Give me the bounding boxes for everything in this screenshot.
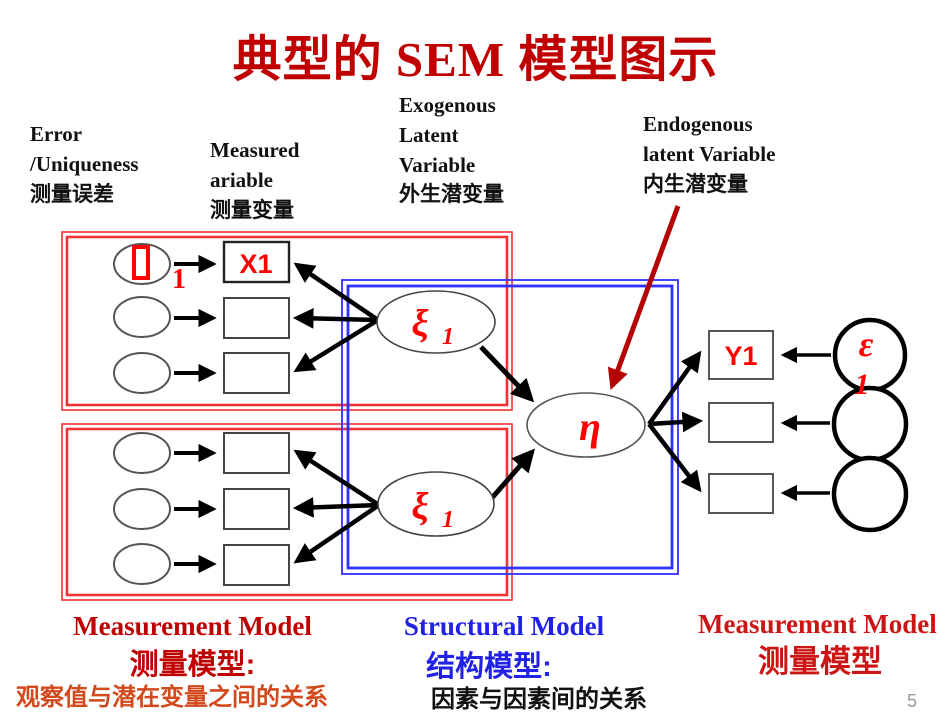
indicator-rect [223, 352, 290, 394]
indicator-rect-y1 [708, 330, 774, 380]
epsilon-label: ε [859, 324, 874, 364]
error-circle [113, 243, 171, 285]
x1-label: X1 [239, 249, 272, 279]
legend-measurement-left-zh: 测量模型: [129, 649, 256, 681]
indicator-rect [223, 544, 290, 586]
structural-arrow [489, 448, 536, 501]
indicator-rect [223, 488, 290, 530]
legend-measurement-left-en: Measurement Model [73, 611, 312, 641]
loading-arrow [648, 411, 704, 433]
indicator-rect [223, 432, 290, 474]
xi-lower-ellipse [377, 471, 495, 537]
legend-structural-zh: 结构模型: [426, 651, 552, 683]
loading-arrow [293, 503, 381, 564]
indicator-rect [708, 473, 774, 514]
measurement-box-upper [61, 231, 513, 411]
xi-upper-subscript: 1 [442, 324, 454, 350]
loading-arrow [292, 497, 380, 518]
legend-structural-desc: 因素与因素间的关系 [431, 686, 647, 713]
legend-measurement-right-en: Measurement Model [698, 609, 937, 639]
eta-label: η [579, 404, 601, 449]
loading-arrow [293, 318, 380, 373]
page-number: 5 [906, 691, 917, 711]
delta-missing-glyph-box [132, 245, 150, 280]
indicator-rect-x1 [222, 240, 291, 284]
label-endogenous-latent-variable: Endogenous latent Variable 内生潜变量 [643, 112, 776, 196]
error-circle [113, 352, 171, 394]
epsilon-subscript: 1 [855, 368, 870, 401]
loading-arrow [292, 308, 379, 329]
slide-title: 典型的 SEM 模型图示 [232, 32, 719, 87]
loading-arrow [647, 350, 702, 426]
indicator-rect [223, 297, 290, 339]
label-measured-variable: Measured ariable 测量变量 [210, 138, 300, 222]
loading-arrow [293, 449, 381, 507]
legend-structural-en: Structural Model [403, 611, 605, 641]
error-circle [113, 543, 171, 585]
loading-arrow [293, 262, 380, 322]
xi-lower-subscript: 1 [442, 507, 454, 533]
error-circle [831, 385, 909, 463]
legend-measurement-left-desc: 观察值与潜在变量之间的关系 [16, 684, 328, 711]
y1-label: Y1 [724, 341, 757, 371]
structural-box [341, 279, 679, 575]
error-circle [113, 488, 171, 530]
error-circle [113, 296, 171, 338]
delta-subscript: 1 [172, 264, 186, 295]
loading-arrow [647, 422, 702, 493]
error-circle [113, 432, 171, 474]
measurement-box-lower [61, 423, 513, 601]
label-error-uniqueness: Error /Uniqueness 测量误差 [30, 122, 139, 206]
structural-arrow [479, 345, 535, 403]
indicator-rect [708, 402, 774, 443]
xi-upper-ellipse [376, 290, 496, 354]
error-circle [831, 455, 909, 533]
endogenous-pointer-arrow [607, 205, 681, 390]
xi-lower-label: ξ [411, 486, 428, 528]
eta-ellipse [526, 392, 646, 458]
legend-measurement-right-zh: 测量模型 [758, 644, 882, 679]
xi-upper-label: ξ [411, 303, 428, 345]
label-exogenous-latent-variable: Exogenous Latent Variable 外生潜变量 [399, 93, 504, 207]
